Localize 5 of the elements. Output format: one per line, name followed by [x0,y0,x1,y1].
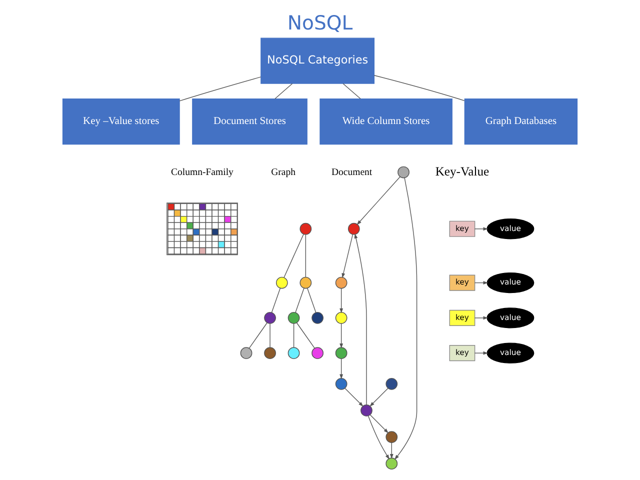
label: Column-Family [171,166,234,178]
label: Document [331,166,372,178]
label: Key-Value [435,164,490,178]
diagram-title: NoSQL [287,11,353,34]
label: Graph [271,166,296,178]
